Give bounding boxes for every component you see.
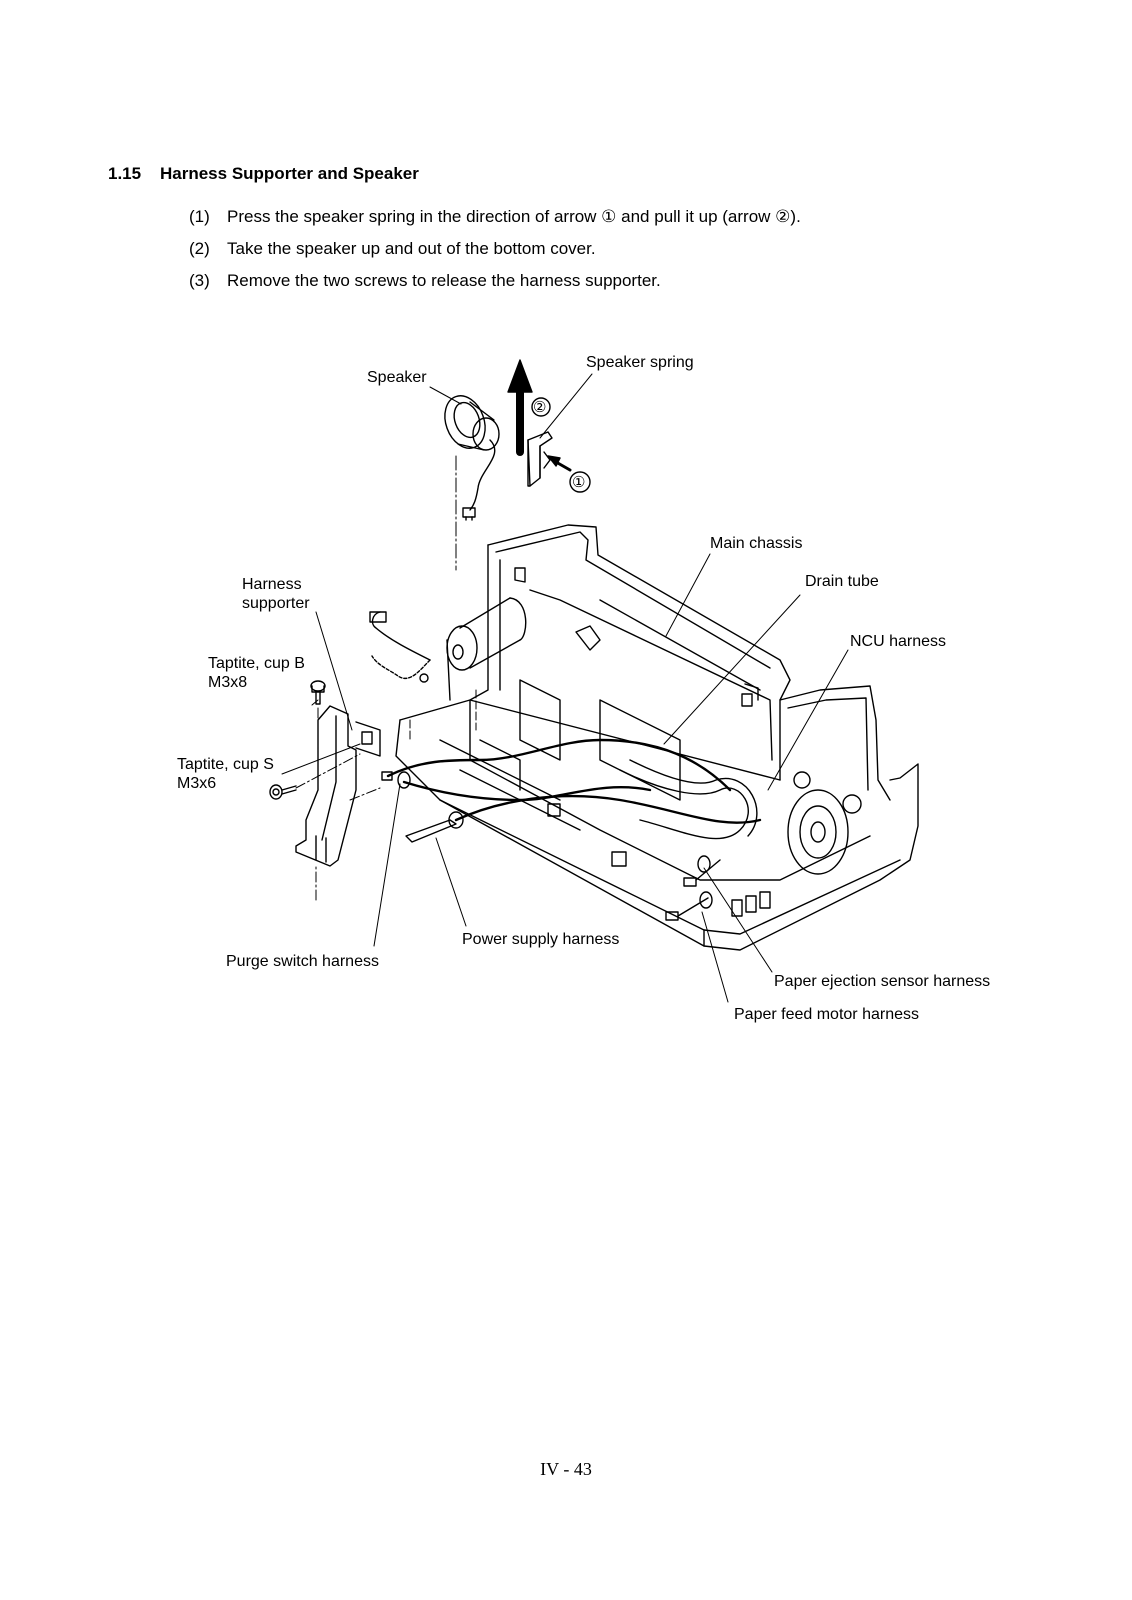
arrow-2-icon bbox=[507, 359, 551, 456]
gear-assembly-part bbox=[779, 685, 891, 875]
step-number: (2) bbox=[189, 239, 210, 258]
label-paper-feed-motor-harness: Paper feed motor harness bbox=[734, 1006, 919, 1023]
speaker-spring-part bbox=[527, 431, 553, 487]
label-power-supply-harness: Power supply harness bbox=[462, 931, 620, 948]
label-purge-switch-harness: Purge switch harness bbox=[226, 953, 379, 970]
step-number: (1) bbox=[189, 207, 210, 226]
main-chassis-part bbox=[469, 524, 791, 781]
speaker-part bbox=[444, 395, 500, 521]
label-main-chassis: Main chassis bbox=[710, 535, 803, 552]
procedure-steps: (1) Press the speaker spring in the direc… bbox=[189, 206, 801, 302]
screw-s-icon bbox=[269, 784, 297, 800]
label-harness-supporter-line1: Harness bbox=[242, 576, 302, 593]
step-item: (2) Take the speaker up and out of the bo… bbox=[189, 238, 801, 270]
harness-wires bbox=[381, 738, 762, 921]
label-speaker: Speaker bbox=[367, 369, 427, 386]
bottom-cover-part bbox=[395, 679, 919, 951]
label-arrow-1: ① bbox=[572, 474, 586, 491]
label-harness-supporter-line2: supporter bbox=[242, 595, 310, 612]
arrow-1-icon bbox=[547, 455, 591, 493]
step-number: (3) bbox=[189, 271, 210, 290]
label-taptite-cup-s: Taptite, cup S bbox=[177, 756, 274, 773]
section-number: 1.15 bbox=[108, 164, 142, 183]
label-drain-tube: Drain tube bbox=[805, 573, 879, 590]
label-taptite-cup-s-size: M3x6 bbox=[177, 775, 217, 792]
label-paper-ejection-sensor-harness: Paper ejection sensor harness bbox=[774, 973, 991, 990]
screw-b-icon bbox=[310, 680, 326, 705]
step-text: Press the speaker spring in the directio… bbox=[227, 207, 801, 226]
label-taptite-cup-b-size: M3x8 bbox=[208, 674, 248, 691]
section-heading: 1.15 Harness Supporter and Speaker bbox=[108, 164, 419, 184]
step-text: Take the speaker up and out of the botto… bbox=[227, 239, 596, 258]
leader-lines bbox=[281, 553, 849, 1003]
drain-tube-part bbox=[369, 597, 527, 701]
page-number: IV - 43 bbox=[540, 1459, 592, 1479]
step-item: (3) Remove the two screws to release the … bbox=[189, 270, 801, 302]
step-text: Remove the two screws to release the har… bbox=[227, 271, 661, 290]
label-taptite-cup-b: Taptite, cup B bbox=[208, 655, 305, 672]
label-speaker-spring: Speaker spring bbox=[586, 354, 694, 371]
section-title: Harness Supporter and Speaker bbox=[160, 164, 419, 183]
harness-supporter-part bbox=[295, 705, 381, 867]
label-arrow-2: ② bbox=[533, 399, 547, 416]
step-item: (1) Press the speaker spring in the direc… bbox=[189, 206, 801, 238]
label-ncu-harness: NCU harness bbox=[850, 633, 947, 650]
